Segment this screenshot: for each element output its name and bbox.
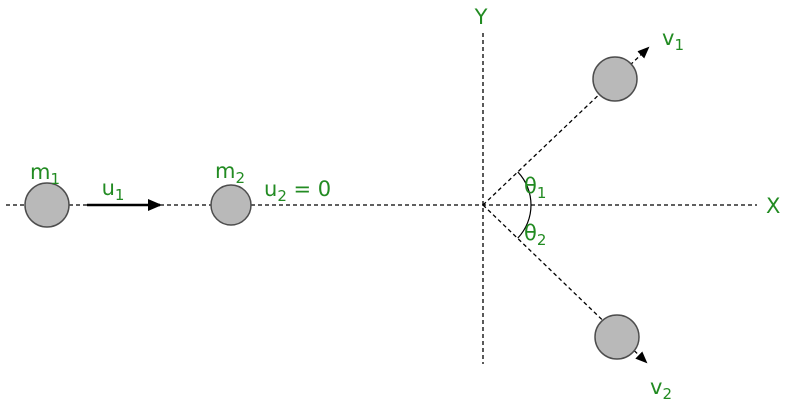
theta1-arc [517, 171, 532, 206]
m1-label: m1 [30, 160, 60, 188]
x-axis-label: X [766, 194, 780, 218]
u1-label-sub: 1 [115, 186, 125, 204]
ball-v1 [592, 56, 638, 102]
ball-m2 [210, 184, 252, 226]
u1-label-base: u [102, 176, 115, 200]
v2-line [482, 204, 648, 364]
theta2-label-base: θ [524, 221, 537, 245]
m1-label-sub: 1 [50, 170, 60, 188]
u2-label-base: u [264, 177, 277, 201]
m2-label-sub: 2 [235, 169, 245, 187]
u2-label-sub: 2 [277, 187, 287, 205]
m2-label-base: m [215, 159, 235, 183]
m1-label-base: m [30, 160, 50, 184]
u1-label: u1 [102, 176, 125, 204]
y-axis-label: Y [474, 5, 488, 29]
theta2-label: θ2 [524, 221, 546, 249]
ball-v2 [594, 314, 640, 360]
theta2-label-sub: 2 [537, 231, 547, 249]
v2-label-sub: 2 [662, 385, 672, 403]
theta2-arc [517, 204, 532, 239]
v1-label: v1 [662, 26, 684, 54]
ball-m1 [24, 182, 70, 228]
theta1-label-sub: 1 [537, 184, 547, 202]
m2-label: m2 [215, 159, 245, 187]
theta1-label-base: θ [524, 174, 537, 198]
u2-label: u2 = 0 [264, 177, 331, 205]
v2-label-base: v [650, 375, 662, 399]
v1-label-base: v [662, 26, 674, 50]
u2-label-suffix: = 0 [287, 177, 331, 201]
v1-label-sub: 1 [674, 36, 684, 54]
theta1-label: θ1 [524, 174, 546, 202]
v2-label: v2 [650, 375, 672, 403]
